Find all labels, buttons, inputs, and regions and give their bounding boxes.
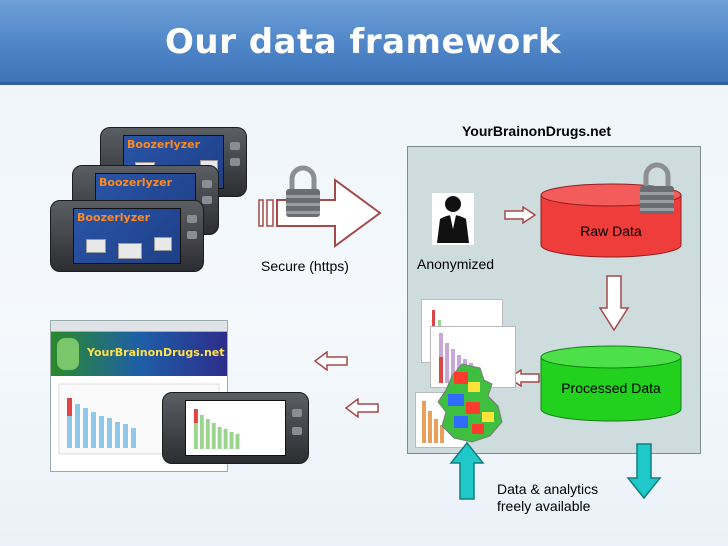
anonymous-person-icon	[432, 193, 474, 245]
page-title: Our data framework	[165, 22, 562, 62]
title-bar: Our data framework	[0, 0, 728, 85]
heatmap-map	[437, 363, 503, 443]
phone-screen	[185, 400, 286, 456]
anonymized-label: Anonymized	[417, 256, 495, 272]
arrow-up-cyan	[449, 441, 485, 500]
arrow-down-cyan	[626, 443, 662, 500]
raw-data-label: Raw Data	[580, 223, 642, 239]
processed-data-label: Processed Data	[561, 380, 661, 396]
analytics-label-line2: freely available	[497, 498, 591, 514]
phone-icon: Boozerlyzer	[50, 200, 204, 272]
arrow-left	[313, 351, 348, 371]
padlock-icon	[640, 162, 674, 214]
padlock-icon	[286, 165, 320, 217]
arrow-down	[598, 275, 630, 332]
phone-screen: Boozerlyzer	[73, 208, 181, 264]
app-name: Boozerlyzer	[99, 176, 173, 189]
app-name: Boozerlyzer	[77, 211, 151, 224]
browser-site-name: YourBrainonDrugs.net	[87, 346, 225, 359]
secure-transfer-arrow	[258, 178, 382, 248]
site-name: YourBrainonDrugs.net	[462, 123, 612, 139]
analytics-label-line1: Data & analytics	[497, 481, 599, 497]
app-name: Boozerlyzer	[127, 138, 201, 151]
arrow-right	[504, 206, 537, 224]
processed-data-cylinder: Processed Data	[540, 345, 682, 423]
phone-icon	[162, 392, 309, 464]
arrow-left	[344, 398, 379, 418]
secure-label: Secure (https)	[261, 258, 349, 274]
